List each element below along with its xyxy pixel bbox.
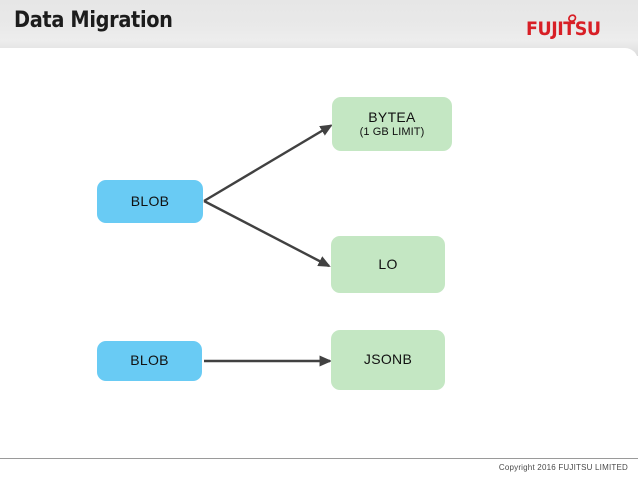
node-label: BLOB	[130, 352, 169, 369]
diagram-node-jsonb[interactable]: JSONB	[331, 330, 445, 390]
footer-divider	[0, 458, 638, 459]
node-label: BYTEA	[368, 108, 416, 125]
diagram-node-blob-top[interactable]: BLOB	[97, 180, 203, 223]
diagram-node-bytea[interactable]: BYTEA (1 GB LIMIT)	[332, 97, 452, 151]
node-label: JSONB	[363, 351, 413, 368]
header-corner-clip	[0, 48, 638, 62]
node-label: BLOB	[130, 192, 170, 209]
page-title: Data Migration	[14, 8, 173, 33]
fujitsu-logo: FUJITSU	[526, 14, 622, 42]
arrow-blob-to-lo	[203, 199, 331, 268]
fujitsu-wordmark: FUJITSU	[526, 18, 601, 40]
diagram-node-lo[interactable]: LO	[331, 236, 445, 293]
footer-copyright: Copyright 2016 FUJITSU LIMITED	[498, 463, 628, 472]
arrow-blob-to-bytea	[203, 124, 333, 203]
node-label: LO	[378, 255, 398, 272]
diagram-node-blob-bottom[interactable]: BLOB	[97, 341, 202, 381]
node-sublabel: (1 GB LIMIT)	[359, 126, 425, 139]
slide-header: Data Migration FUJITSU	[0, 0, 638, 62]
fujitsu-logo-mark-icon	[568, 14, 577, 23]
